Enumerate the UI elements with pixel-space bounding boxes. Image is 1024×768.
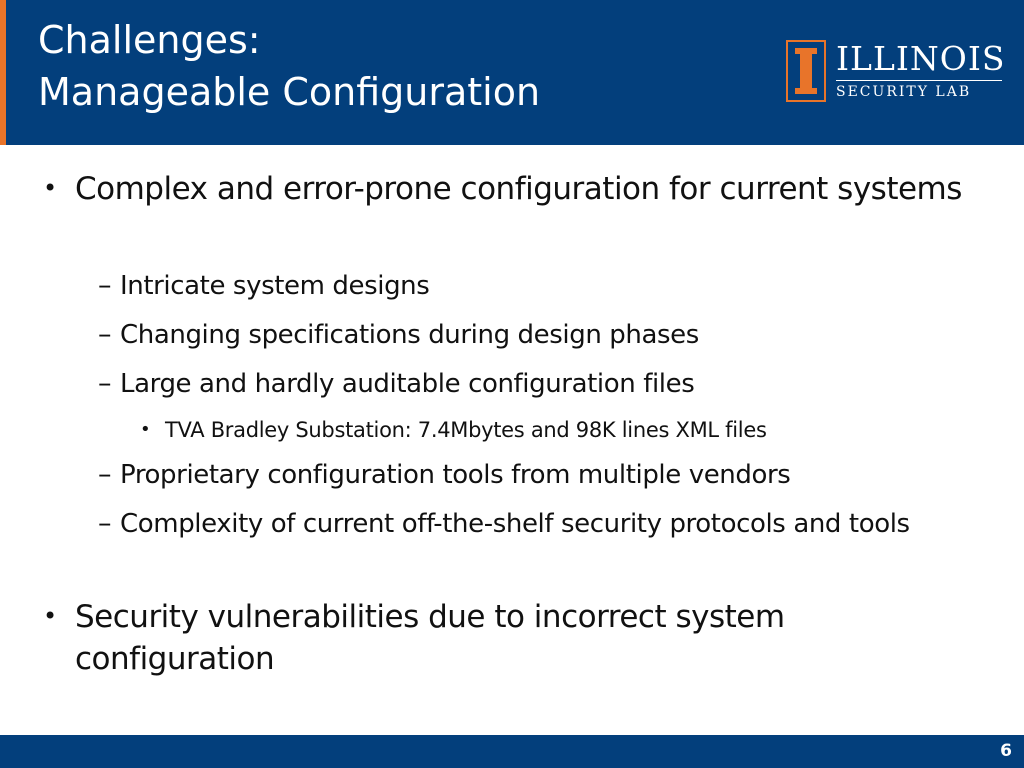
dash-marker: – — [98, 508, 112, 539]
bullet-marker: • — [43, 602, 58, 630]
bullet-marker: • — [140, 419, 151, 440]
slide-title-line-1: Challenges: — [38, 18, 261, 62]
slide-title-line-2: Manageable Configuration — [38, 70, 541, 114]
title-bar: Challenges: Manageable Configuration ILL… — [0, 0, 1024, 145]
bullet-marker: • — [43, 174, 58, 202]
logo-subtitle: SECURITY LAB — [836, 84, 972, 100]
page-number: 6 — [1000, 741, 1012, 761]
logo-divider — [836, 80, 1002, 81]
dash-marker: – — [98, 319, 112, 350]
sub-bullet-text: Complexity of current off-the-shelf secu… — [120, 509, 910, 539]
sub-bullet-text: Proprietary configuration tools from mul… — [120, 460, 791, 490]
footer-bar: 6 — [0, 735, 1024, 768]
slide-title: Challenges: Manageable Configuration — [38, 14, 738, 118]
illinois-security-lab-logo: ILLINOIS SECURITY LAB — [786, 40, 1004, 104]
sub-bullet-text: Changing specifications during design ph… — [120, 320, 699, 350]
logo-name: ILLINOIS — [836, 39, 1006, 78]
sub-sub-bullet-text: TVA Bradley Substation: 7.4Mbytes and 98… — [165, 418, 767, 442]
dash-marker: – — [98, 270, 112, 301]
sub-bullet-text: Large and hardly auditable configuration… — [120, 369, 695, 399]
title-accent-stripe — [0, 0, 6, 145]
dash-marker: – — [98, 368, 112, 399]
bullet-text: Complex and error-prone configuration fo… — [75, 171, 962, 207]
column-logo-icon — [786, 40, 826, 102]
bullet-text: Security vulnerabilities due to incorrec… — [75, 599, 785, 677]
sub-bullet-text: Intricate system designs — [120, 271, 430, 301]
dash-marker: – — [98, 459, 112, 490]
